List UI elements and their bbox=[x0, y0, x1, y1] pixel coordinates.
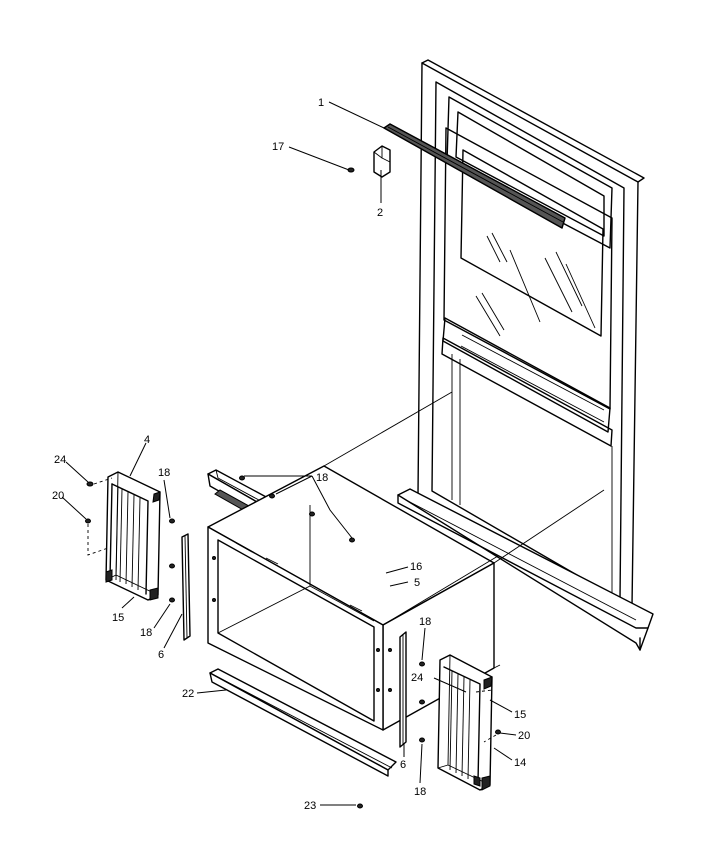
callout-4: 4 bbox=[144, 434, 150, 446]
window-frame bbox=[397, 59, 654, 651]
left-curtain-panel bbox=[105, 471, 161, 601]
screw-20-right bbox=[495, 729, 501, 735]
callout-5: 5 bbox=[414, 577, 420, 589]
callout-15-right: 15 bbox=[514, 709, 526, 721]
mounting-bracket bbox=[373, 145, 391, 178]
screws bbox=[85, 475, 501, 809]
callout-16: 16 bbox=[410, 561, 422, 573]
leader-lines bbox=[61, 101, 517, 806]
callout-1: 1 bbox=[318, 97, 324, 109]
callout-18-rail: 18 bbox=[316, 472, 328, 484]
screw-18-left-bottom bbox=[169, 597, 175, 603]
screw-18-right-mid bbox=[419, 699, 425, 705]
callout-14: 14 bbox=[514, 757, 526, 769]
callout-23: 23 bbox=[304, 800, 316, 812]
left-side-channel bbox=[181, 533, 191, 641]
screw-18-right-bottom bbox=[419, 737, 425, 743]
screw-24-left bbox=[86, 481, 94, 487]
callout-20-left: 20 bbox=[52, 490, 64, 502]
callout-24-right: 24 bbox=[411, 672, 423, 684]
right-curtain-panel bbox=[437, 654, 493, 791]
screw-20-left bbox=[85, 518, 91, 524]
screw-18-rail-1 bbox=[239, 475, 245, 481]
screw-18-right-top bbox=[419, 661, 425, 667]
callout-24-left: 24 bbox=[54, 454, 66, 466]
callout-6-left: 6 bbox=[158, 649, 164, 661]
screw-18-rail-4 bbox=[349, 537, 355, 543]
callout-18-left-top: 18 bbox=[158, 467, 170, 479]
callout-17: 17 bbox=[272, 141, 284, 153]
callout-labels: 1 17 2 4 24 20 18 15 18 6 18 16 5 18 24 … bbox=[52, 97, 530, 812]
screw-18-left-top bbox=[169, 518, 175, 524]
bottom-rail bbox=[209, 668, 397, 777]
screw-18-rail-2 bbox=[269, 493, 275, 499]
screw-18-rail-3 bbox=[309, 511, 315, 517]
top-angle-strip bbox=[383, 123, 566, 229]
screw-23 bbox=[357, 803, 363, 809]
callout-18-left-bottom: 18 bbox=[140, 627, 152, 639]
callout-20-right: 20 bbox=[518, 730, 530, 742]
callout-18-right-top: 18 bbox=[419, 616, 431, 628]
right-side-channel bbox=[399, 631, 407, 748]
callout-18-right-bottom: 18 bbox=[414, 786, 426, 798]
callout-15-left: 15 bbox=[112, 612, 124, 624]
assembly-lines bbox=[87, 391, 605, 743]
callout-22: 22 bbox=[182, 688, 194, 700]
callout-6-right: 6 bbox=[400, 759, 406, 771]
screw-18-left-mid bbox=[169, 563, 175, 569]
callout-2: 2 bbox=[377, 207, 383, 219]
